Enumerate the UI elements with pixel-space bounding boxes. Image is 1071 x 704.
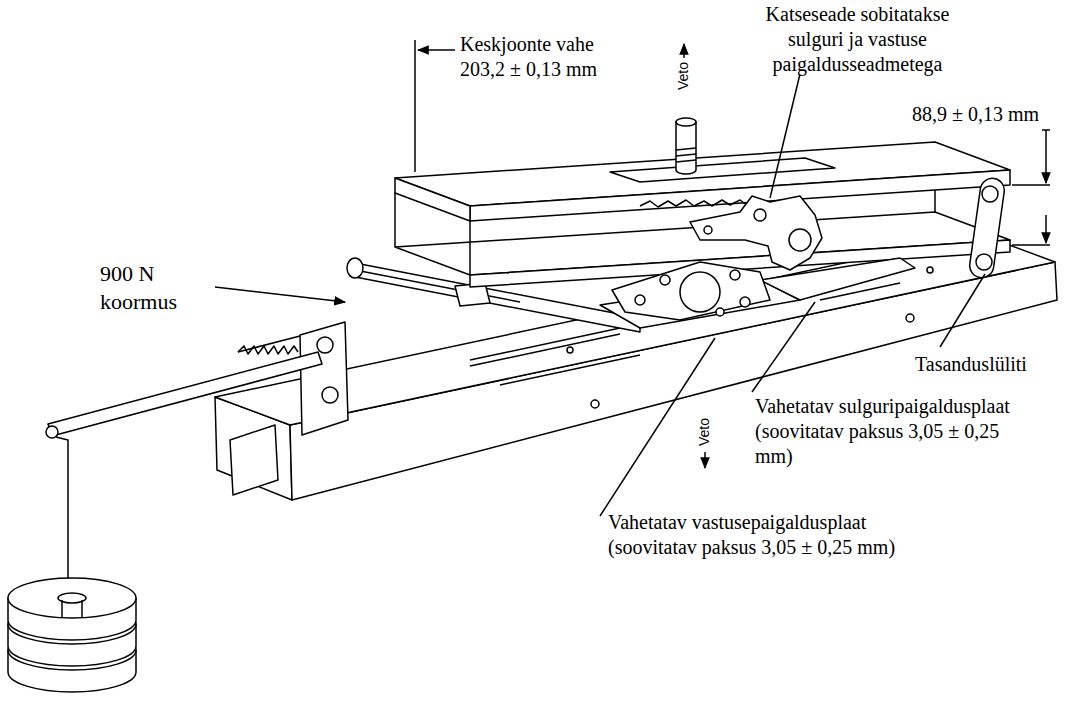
dimension-line — [1045, 215, 1047, 243]
threaded-rod — [238, 336, 300, 352]
callout-label: Vahetatav sulguripaigaldusplaat (soovita… — [755, 394, 1030, 469]
thread — [676, 154, 696, 156]
striker-plate — [612, 262, 770, 320]
screw — [927, 267, 933, 273]
callout-label: Vahetatav vastusepaigaldusplaat (soovita… — [608, 510, 908, 560]
top-window — [610, 158, 835, 182]
bolt — [660, 275, 670, 285]
latch-pivot — [754, 209, 766, 221]
link-pin — [976, 254, 992, 270]
thread — [676, 160, 696, 162]
bolt — [716, 308, 724, 316]
frame-top-side — [395, 178, 470, 221]
callout-label: Keskjoonte vahe 203,2 ± 0,13 mm — [460, 32, 625, 82]
direction-label: Veto — [696, 418, 714, 446]
latch-pivot — [789, 229, 811, 251]
pull-arrow — [683, 44, 685, 58]
base-slot — [470, 328, 620, 360]
frame-post — [394, 192, 396, 247]
callout-label: Katseseade sobitatakse sulguri ja vastus… — [745, 2, 970, 77]
callout-label: 88,9 ± 0,13 mm — [912, 102, 1039, 127]
bolt — [635, 295, 645, 305]
dimension-line — [1045, 130, 1047, 183]
dimension-line — [418, 49, 455, 51]
leader-line — [940, 274, 985, 347]
hook-eye — [46, 426, 58, 438]
latch-hole — [704, 226, 712, 234]
thread — [676, 148, 696, 150]
frame-post — [469, 220, 471, 275]
direction-label: Veto — [675, 62, 693, 90]
bracket — [300, 322, 348, 435]
hook — [56, 437, 68, 598]
load-arrow — [215, 287, 345, 302]
rotor — [680, 272, 720, 312]
pull-shaft-top — [676, 118, 696, 126]
pull-arrow — [704, 452, 706, 468]
latch — [690, 196, 822, 270]
equalizer-link — [968, 177, 1006, 279]
leader-line — [600, 338, 715, 516]
extension-line — [1012, 184, 1050, 186]
callout-label: Tasanduslüliti — [915, 352, 1027, 377]
extension-line — [1012, 244, 1050, 246]
leader-line — [770, 74, 800, 198]
pull-shaft — [676, 122, 696, 174]
base-slot — [500, 355, 640, 385]
pivot — [322, 387, 338, 403]
lever-arm — [48, 352, 322, 436]
clamp — [230, 425, 278, 495]
screw — [567, 347, 573, 353]
pivot — [317, 337, 333, 353]
callout-label: 900 N koormus — [100, 260, 220, 315]
weight-disc — [8, 578, 136, 618]
rod-end — [347, 258, 363, 278]
screw — [906, 314, 914, 322]
bolt — [730, 270, 740, 280]
bolt — [740, 297, 750, 307]
extension-line — [414, 40, 416, 172]
weight-slot — [61, 600, 63, 618]
base-slot — [470, 334, 620, 366]
weight-slot — [81, 600, 83, 618]
screw — [591, 400, 599, 408]
weights — [8, 578, 136, 692]
leader-line — [752, 302, 815, 392]
link-pin — [982, 186, 998, 202]
cutaway — [640, 200, 760, 207]
